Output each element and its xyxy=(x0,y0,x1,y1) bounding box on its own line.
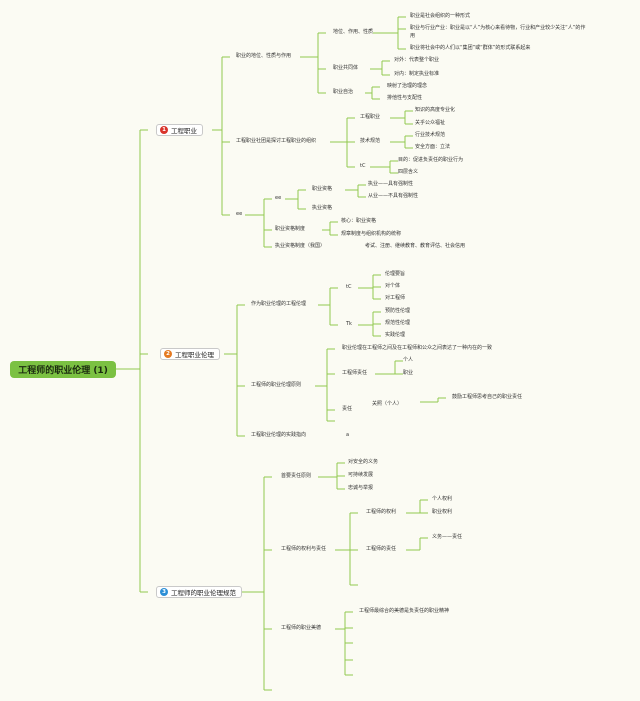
topic-node: 规范性伦理 xyxy=(385,320,411,326)
topic-node: 忠诚与举报 xyxy=(348,485,374,491)
root-node[interactable]: 工程师的职业伦理 (1) xyxy=(10,361,116,378)
number-badge: 2 xyxy=(164,350,172,358)
topic-node: 实践伦理 xyxy=(385,332,406,338)
branch-label: 工程职业 xyxy=(171,127,197,135)
topic-node: Tk xyxy=(346,321,352,327)
topic-node: 工程师的职业美德 xyxy=(281,625,322,631)
topic-node: 工程职业伦理的实践指向 xyxy=(251,432,307,438)
topic-node: 责任 xyxy=(342,406,353,412)
topic-node: tC xyxy=(346,284,352,290)
topic-node: 工程师最综合的美德是负责任的职业精神 xyxy=(359,608,450,614)
topic-node: 用 xyxy=(410,33,416,39)
topic-node: 工程职业 xyxy=(360,114,381,120)
number-badge: 1 xyxy=(160,126,168,134)
branch-label: 工程职业伦理 xyxy=(175,351,214,359)
topic-node: 职业资格制度 xyxy=(275,226,306,232)
topic-node: 执业——具有强制性 xyxy=(368,181,414,187)
topic-node: 职业自治 xyxy=(333,89,354,95)
topic-node: 工程师的权利 xyxy=(366,509,397,515)
topic-node: 从业——不具有强制性 xyxy=(368,193,419,199)
topic-node: 关照（个人） xyxy=(372,401,403,407)
topic-node: 目的：促进负责任的职业行为 xyxy=(398,157,464,163)
topic-node: 预防性伦理 xyxy=(385,308,411,314)
topic-node: 执业资格 xyxy=(312,205,333,211)
topic-node: 工程师的职业伦理原则 xyxy=(251,382,302,388)
topic-node: 对安全的义务 xyxy=(348,459,379,465)
topic-node: ee xyxy=(275,195,282,201)
topic-node: 工程职业社团是探讨工程职业的组织 xyxy=(236,138,317,144)
topic-node: 工程师的权利与责任 xyxy=(281,546,327,552)
topic-node: 技术规范 xyxy=(360,138,381,144)
topic-node: 安全方面：立法 xyxy=(415,144,451,150)
topic-node: 工程师的责任 xyxy=(366,546,397,552)
topic-node: 排他性与支配性 xyxy=(387,95,423,101)
topic-node: 可持续发展 xyxy=(348,472,374,478)
topic-node: 规章制度与组织机构的统称 xyxy=(341,231,402,237)
topic-node: 对内：制定执业标准 xyxy=(394,71,440,77)
topic-node: 关乎公众福祉 xyxy=(415,120,446,126)
topic-node: 职业的地位、性质与作用 xyxy=(236,53,292,59)
topic-node: 对工程师 xyxy=(385,295,406,301)
topic-node: 职业共同体 xyxy=(333,65,359,71)
topic-node: 知识的高度专业化 xyxy=(415,107,456,113)
topic-node: 对个体 xyxy=(385,283,401,289)
number-badge: 3 xyxy=(160,588,168,596)
topic-node: ee xyxy=(236,211,243,217)
topic-node: 鼓励工程师思考自己的职业责任 xyxy=(452,394,523,400)
topic-node: 职业与行业产业：职业是以“人”为核心来看待物，行业和产业较少关注“人”的作 xyxy=(410,25,586,31)
branch-label: 工程师的职业伦理规范 xyxy=(171,589,236,597)
topic-node: 职业将社会中的人们以“集团”或“群体”的形式联系起来 xyxy=(410,45,531,51)
topic-node: 地位、作用、性质 xyxy=(333,29,374,35)
topic-node: 个人 xyxy=(403,357,414,363)
branch-1-node[interactable]: 1 工程职业 xyxy=(156,124,203,136)
topic-node: 职业伦理在工程师之间及在工程师和公众之间表达了一种内在的一致 xyxy=(342,345,493,351)
topic-node: 职业资格 xyxy=(312,186,333,192)
topic-node: 行业技术规范 xyxy=(415,132,446,138)
topic-node: 职业权利 xyxy=(432,509,453,515)
topic-node: 对外：代表整个职业 xyxy=(394,57,440,63)
topic-node: a xyxy=(346,432,350,438)
topic-node: 伦理要旨 xyxy=(385,271,406,277)
topic-node: 首要责任原则 xyxy=(281,473,312,479)
branch-3-node[interactable]: 3 工程师的职业伦理规范 xyxy=(156,586,242,598)
topic-node: 职业 xyxy=(403,370,414,376)
topic-node: 映射了治理的理念 xyxy=(387,83,428,89)
topic-node: 工程师责任 xyxy=(342,370,368,376)
topic-node: 核心：职业资格 xyxy=(341,218,377,224)
topic-node: 四层含义 xyxy=(398,169,419,175)
topic-node: 考试、注册、继续教育、教育评估、社会信用 xyxy=(365,243,466,249)
topic-node: tC xyxy=(360,163,366,169)
branch-2-node[interactable]: 2 工程职业伦理 xyxy=(160,348,220,360)
topic-node: 职业是社会组织的一种形式 xyxy=(410,13,471,19)
topic-node: 作为职业伦理的工程伦理 xyxy=(251,301,307,307)
topic-node: 义务——责任 xyxy=(432,534,463,540)
topic-node: 执业资格制度（我国） xyxy=(275,243,326,249)
topic-node: 个人权利 xyxy=(432,496,453,502)
